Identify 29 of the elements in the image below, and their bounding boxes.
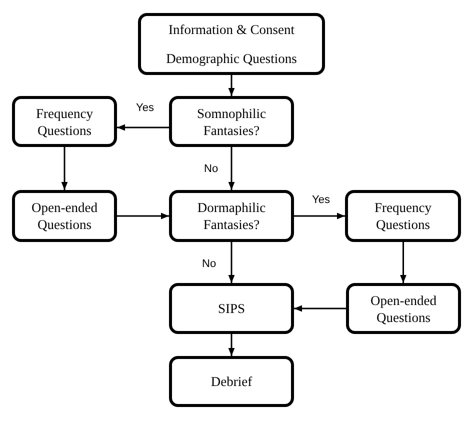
process-box (169, 283, 294, 334)
process-box (345, 190, 461, 242)
box-label: Somnophilic Fantasies? (196, 104, 267, 138)
box-label: Frequency Questions (374, 199, 432, 233)
process-box (12, 190, 117, 242)
arrow (228, 75, 235, 96)
arrow (228, 334, 235, 356)
box-label: Demographic Questions (166, 50, 297, 67)
box-label: Information & Consent (168, 21, 294, 38)
box-label: Open-ended Questions (30, 199, 98, 233)
arrow (228, 147, 235, 190)
box-label: Open-ended Questions (370, 292, 438, 326)
process-box (12, 96, 117, 147)
arrow (117, 124, 169, 131)
arrow (294, 212, 345, 220)
arrow (117, 212, 169, 220)
process-box (138, 13, 325, 75)
process-box (346, 283, 461, 334)
box-label: Debrief (210, 373, 252, 390)
box-label: Frequency Questions (35, 104, 94, 138)
arrow (61, 147, 68, 190)
process-box (169, 96, 294, 147)
box-label: SIPS (218, 300, 246, 317)
arrow (228, 242, 235, 283)
process-box (169, 190, 294, 242)
arrow (400, 242, 406, 283)
arrow (294, 305, 346, 312)
process-box (169, 356, 294, 407)
box-label: Dormaphilic Fantasies? (196, 199, 267, 233)
